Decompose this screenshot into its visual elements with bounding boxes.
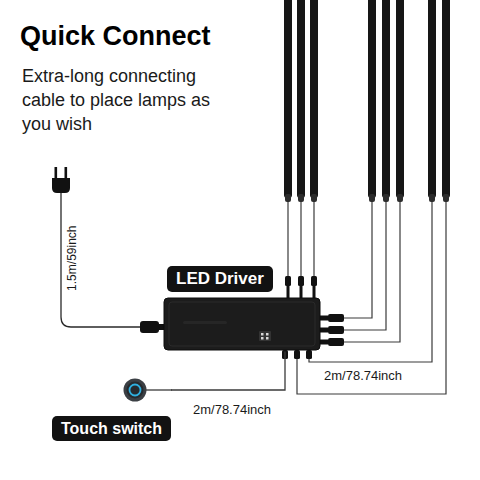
lamp-bar [297, 0, 305, 198]
lamp-end-caps [285, 194, 449, 202]
lamps [284, 0, 450, 198]
subtitle: Extra-long connecting cable to place lam… [20, 64, 216, 136]
driver-port [259, 331, 271, 341]
driver-bottom-plugs [282, 350, 312, 359]
cable-length: 2m/78.74inch [322, 368, 404, 384]
driver-top-plugs [285, 276, 317, 298]
port-pin [261, 333, 264, 336]
title: Quick Connect [20, 20, 211, 52]
lamp-bar [442, 0, 450, 198]
lamp-bar [428, 0, 436, 198]
switch-body [124, 379, 147, 402]
touch-switch-icon [123, 378, 147, 402]
cable-length: 2m/78.74inch [191, 402, 273, 418]
lamp-bar [382, 0, 390, 198]
node-label: Touch switch [52, 416, 171, 441]
driver-groove [183, 321, 227, 324]
switch-face [127, 382, 144, 399]
title-block: Quick Connect [20, 20, 211, 52]
lamp-cable [344, 202, 386, 330]
power-plug [52, 167, 165, 333]
driver-housing [164, 298, 320, 350]
cable-length: 2m/78.74inch [191, 402, 273, 418]
port-pin [261, 337, 264, 340]
lamp-bar [368, 0, 376, 198]
cable-length: 1.5m/59inch [66, 223, 80, 292]
subtitle: Extra-long connecting cable to place lam… [20, 64, 216, 136]
driver-side-plugs [318, 314, 344, 346]
lamp-cable [309, 202, 432, 362]
driver-box: LED Driver [163, 266, 321, 351]
lamp-bar [310, 0, 318, 198]
driver-panel [169, 302, 315, 346]
switch-ring [130, 385, 141, 396]
lamp-cable [287, 202, 288, 280]
lamp-cable [297, 202, 446, 394]
port-pin [266, 333, 269, 336]
lamp-cable [300, 202, 301, 280]
cable-length: 1.5m/59inch [66, 223, 80, 292]
switch-box: Touch switch [52, 376, 171, 441]
lamp-bar [396, 0, 404, 198]
node-label: LED Driver [167, 266, 273, 292]
cable-connector [171, 351, 285, 390]
cable-length: 2m/78.74inch [322, 368, 404, 384]
lamp-cable [313, 202, 314, 280]
lamp-bar [284, 0, 292, 198]
switch-stub [146, 390, 172, 391]
port-pin [266, 337, 269, 340]
driver-body [163, 297, 321, 351]
lamp-cable [344, 202, 400, 342]
lamp-cable [344, 202, 372, 318]
